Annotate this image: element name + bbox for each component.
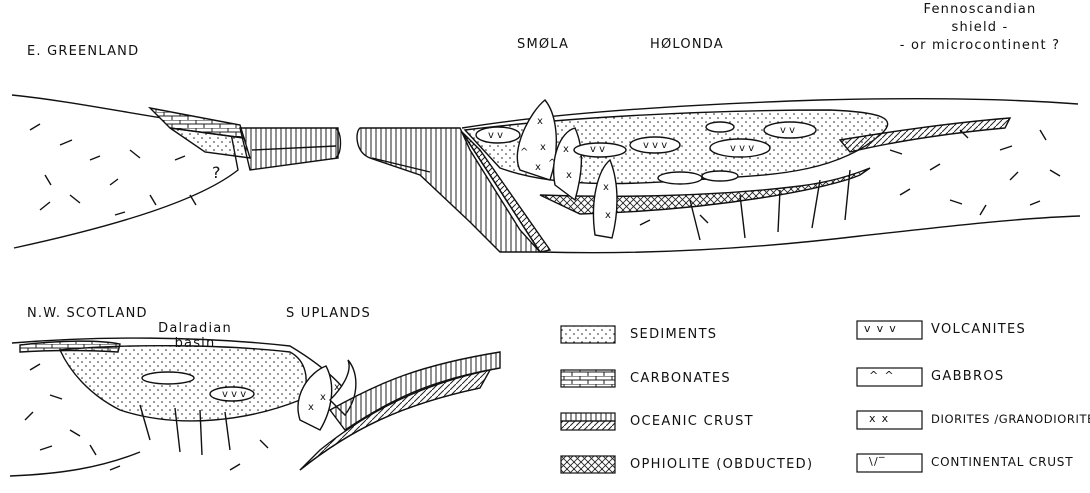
legend-gabbros-symbol: ^ ^ — [869, 369, 895, 382]
legend-oceanic-crust-label: OCEANIC CRUST — [630, 414, 754, 429]
svg-text:^: ^ — [520, 147, 528, 158]
fennoscandian-label-line1: Fennoscandian — [880, 2, 1080, 17]
svg-text:v v: v v — [780, 125, 795, 136]
holonda-label: HØLONDA — [650, 37, 724, 52]
legend-swatches — [561, 321, 922, 473]
dalradian-label-line1: Dalradian — [150, 321, 240, 336]
svg-text:x: x — [308, 402, 314, 413]
legend-oceanic-crust-swatch-bottom — [561, 421, 615, 430]
question-mark-label: ? — [212, 163, 222, 182]
legend-diorites-swatch — [857, 411, 922, 429]
svg-text:v v v: v v v — [643, 140, 667, 151]
greenland-oceanic-slab — [240, 128, 338, 170]
fennoscandian-label-line3: - or microcontinent ? — [880, 38, 1080, 53]
legend-gabbros-label: GABBROS — [931, 369, 1004, 384]
svg-text:x: x — [540, 142, 546, 153]
legend-ophiolite-swatch — [561, 456, 615, 473]
smola-label: SMØLA — [517, 37, 569, 52]
svg-text:v v: v v — [488, 130, 503, 141]
legend-diorites-symbol: x x — [869, 412, 889, 425]
legend-diorites-label: DIORITES /GRANODIORITES — [931, 412, 1090, 426]
bottom-cross-section — [10, 338, 500, 476]
legend-carbonates-swatch — [561, 370, 615, 387]
svg-text:x: x — [320, 392, 326, 403]
legend-carbonates-label: CARBONATES — [630, 371, 731, 386]
svg-text:^: ^ — [578, 154, 586, 165]
legend-ophiolite-label: OPHIOLITE (OBDUCTED) — [630, 457, 813, 472]
s-uplands-label: S UPLANDS — [286, 306, 371, 321]
fennoscandian-label-line2: shield - — [880, 20, 1080, 35]
svg-text:^: ^ — [548, 158, 556, 169]
svg-text:x: x — [334, 382, 340, 393]
legend-continental-crust-label: CONTINENTAL CRUST — [931, 455, 1073, 469]
legend-oceanic-crust-swatch-top — [561, 413, 615, 421]
svg-text:x: x — [603, 182, 609, 193]
legend-volcanites-symbol: v v v — [864, 322, 897, 335]
svg-text:v v: v v — [590, 144, 605, 155]
legend-sediments-label: SEDIMENTS — [630, 327, 717, 342]
dalradian-label-line2: basin — [150, 336, 240, 351]
svg-text:x: x — [535, 162, 541, 173]
svg-text:v v v: v v v — [222, 389, 246, 400]
e-greenland-label: E. GREENLAND — [27, 44, 139, 59]
svg-text:v v v: v v v — [730, 143, 754, 154]
legend-continental-crust-swatch — [857, 454, 922, 472]
svg-text:x: x — [605, 210, 611, 221]
nw-scotland-label: N.W. SCOTLAND — [27, 306, 148, 321]
top-cross-section — [12, 95, 1080, 253]
legend-continental-crust-symbol: \/‾ — [869, 455, 886, 468]
svg-text:x: x — [537, 116, 543, 127]
legend-sediments-swatch — [561, 326, 615, 343]
svg-text:x: x — [563, 144, 569, 155]
svg-text:x: x — [566, 170, 572, 181]
legend-volcanites-label: VOLCANITES — [931, 322, 1026, 337]
